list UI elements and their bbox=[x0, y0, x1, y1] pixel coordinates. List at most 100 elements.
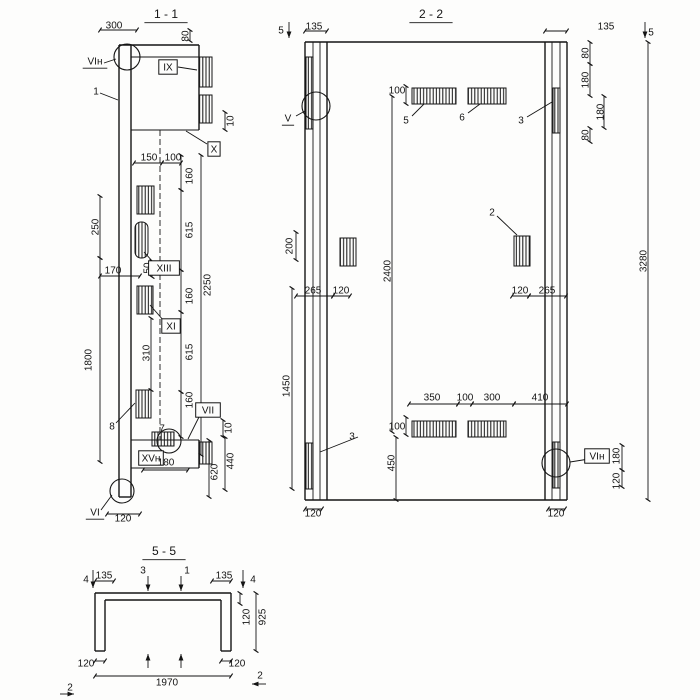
dim-5-5: 120 bbox=[229, 659, 246, 670]
dim-2-2: 120 bbox=[333, 286, 350, 297]
item-callout-2-2: 5 bbox=[403, 116, 409, 127]
node-callout-1-1: X bbox=[207, 141, 221, 157]
dim-5-5: 1970 bbox=[156, 678, 179, 689]
dim-2-2: 100 bbox=[389, 86, 406, 97]
dim-1-1: 620 bbox=[210, 463, 221, 480]
label-text: XIII bbox=[156, 264, 171, 275]
label-text: 6 bbox=[459, 113, 465, 124]
leader-line bbox=[526, 101, 553, 118]
item-callout-2-2: 3 bbox=[349, 432, 355, 443]
dim-1-1: 170 bbox=[105, 266, 122, 277]
section-2-2-view bbox=[286, 22, 651, 512]
detail-circle bbox=[109, 478, 135, 504]
detail-circle bbox=[541, 448, 571, 478]
label-text: 100 bbox=[457, 393, 474, 404]
embed-plate bbox=[198, 94, 213, 124]
label-text: 620 bbox=[210, 463, 221, 480]
label-text: 5 bbox=[403, 116, 409, 127]
label-text: 135 bbox=[216, 571, 233, 582]
label-text: 200 bbox=[285, 237, 296, 254]
dim-1-1: 310 bbox=[142, 344, 153, 361]
label-text: 120 bbox=[78, 659, 95, 670]
label-text: 10 bbox=[226, 115, 237, 127]
item-callout-1-1: 7 bbox=[159, 424, 165, 435]
drawing-shape bbox=[161, 318, 181, 334]
drawing-shape bbox=[584, 448, 610, 464]
leader-line bbox=[467, 103, 481, 114]
cut-label-5-5: 4 bbox=[83, 575, 89, 586]
label-text: 120 bbox=[333, 286, 350, 297]
label-text: 180 bbox=[596, 103, 607, 120]
dim-2-2: 265 bbox=[539, 286, 556, 297]
embed-plate bbox=[552, 441, 561, 489]
label-text: 120 bbox=[115, 514, 132, 525]
label-text: 135 bbox=[96, 571, 113, 582]
label-text: 5 - 5 bbox=[152, 544, 176, 558]
dim-2-2: 100 bbox=[389, 422, 406, 433]
node-callout-1-1: VI bbox=[85, 508, 105, 520]
label-text: X bbox=[211, 145, 218, 156]
dim-2-2: 120 bbox=[612, 472, 623, 489]
label-text: 80 bbox=[581, 47, 592, 59]
dim-5-5: 925 bbox=[258, 608, 269, 625]
label-text: 2 bbox=[257, 671, 263, 682]
dim-1-1: 150 bbox=[141, 153, 158, 164]
label-text: 410 bbox=[532, 393, 549, 404]
dim-1-1: 160 bbox=[185, 391, 196, 408]
label-text: 440 bbox=[226, 452, 237, 469]
label-text: V bbox=[285, 114, 292, 125]
label-text: 150 bbox=[141, 153, 158, 164]
item-callout-5-5: 1 bbox=[184, 566, 190, 577]
label-text: VII bbox=[202, 406, 214, 417]
node-callout-1-1: IX bbox=[158, 59, 178, 75]
embed-plate bbox=[552, 87, 561, 134]
label-text: 3 bbox=[140, 566, 146, 577]
label-text: 120 bbox=[548, 509, 565, 520]
dim-1-1: 80 bbox=[181, 30, 192, 42]
embed-plate bbox=[136, 185, 155, 215]
dim-1-1: 180 bbox=[158, 458, 175, 469]
label-text: 10 bbox=[224, 422, 235, 434]
dim-1-1: 615 bbox=[185, 343, 196, 360]
dim-1-1: 1800 bbox=[84, 348, 95, 371]
dim-1-1: 10 bbox=[224, 422, 235, 434]
label-text: 310 bbox=[142, 344, 153, 361]
embed-plate bbox=[135, 389, 152, 419]
label-text: 135 bbox=[598, 22, 615, 33]
leader-line bbox=[295, 110, 306, 117]
item-callout-2-2: 3 bbox=[518, 116, 524, 127]
label-text: 120 bbox=[612, 472, 623, 489]
dim-2-2: 200 bbox=[285, 237, 296, 254]
label-text: IX bbox=[163, 63, 173, 74]
item-callout-2-2: 2 bbox=[489, 208, 495, 219]
label-text: 120 bbox=[229, 659, 246, 670]
dim-2-2: 80 bbox=[581, 47, 592, 59]
label-text: 180 bbox=[612, 447, 623, 464]
label-text: 100 bbox=[389, 86, 406, 97]
dim-1-1: 615 bbox=[185, 221, 196, 238]
label-text: 2 - 2 bbox=[419, 7, 443, 21]
dim-2-2: 265 bbox=[305, 286, 322, 297]
dim-1-1: 2250 bbox=[203, 273, 214, 296]
dim-5-5: 120 bbox=[242, 608, 253, 625]
label-text: 120 bbox=[512, 286, 529, 297]
leader-line bbox=[115, 402, 136, 424]
leader-line bbox=[411, 103, 425, 117]
dim-1-1: 300 bbox=[106, 21, 123, 32]
label-text: 100 bbox=[389, 422, 406, 433]
label-text: XI bbox=[166, 322, 175, 333]
label-text: 3 bbox=[349, 432, 355, 443]
label-text: 1 bbox=[184, 566, 190, 577]
label-text: 1800 bbox=[84, 348, 95, 371]
label-text: 450 bbox=[387, 454, 398, 471]
dim-2-2: 80 bbox=[581, 129, 592, 141]
label-text: 8 bbox=[109, 422, 115, 433]
dim-5-5: 135 bbox=[216, 571, 233, 582]
embed-plate bbox=[467, 420, 507, 438]
leader-line bbox=[100, 494, 113, 511]
label-text: 2400 bbox=[383, 259, 394, 282]
